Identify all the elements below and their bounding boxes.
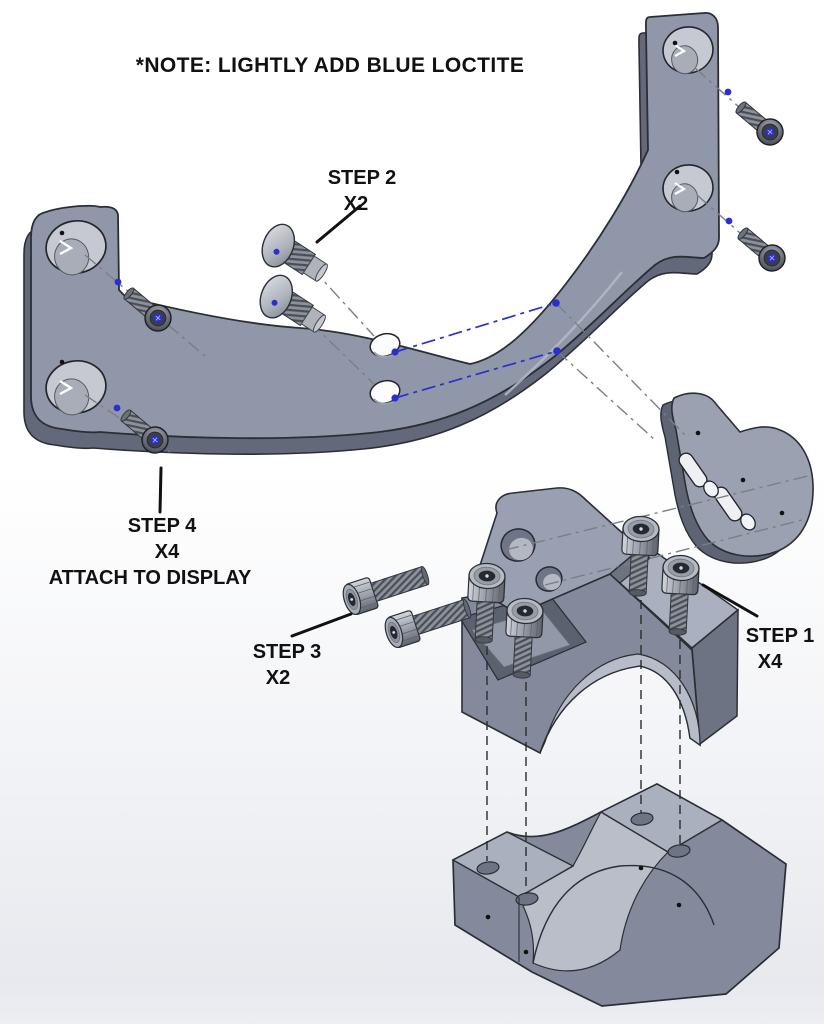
lower-clamp-hole — [476, 861, 500, 875]
step2-leader — [315, 204, 362, 244]
blue-path-line — [394, 350, 558, 399]
flange-hole-highlight — [543, 573, 561, 591]
loctite-note: *NOTE: LIGHTLY ADD BLUE LOCTITE — [136, 54, 524, 77]
lower-clamp-hole — [667, 844, 691, 858]
hole-shading — [373, 398, 394, 405]
lower-clamp-top-right-wing — [599, 783, 724, 853]
assembly-axis-line — [555, 302, 687, 437]
assembly-axis-line — [544, 518, 807, 586]
hole-shading — [373, 351, 394, 358]
lower-clamp-arch-edge — [532, 864, 715, 964]
lower-clamp-half — [451, 783, 787, 1007]
step3-label: STEP 3 — [253, 641, 322, 663]
sketch-point-dots — [59, 40, 785, 955]
step1-label: STEP 1 — [746, 625, 815, 647]
step2-qty: X2 — [344, 193, 368, 215]
step3-leader — [290, 612, 353, 638]
step2-label: STEP 2 — [328, 167, 397, 189]
step4-qty: X4 — [155, 541, 180, 563]
screw-axis-line — [311, 267, 375, 337]
step3-qty: X2 — [266, 667, 290, 689]
assembly-axis-line — [556, 350, 656, 441]
assembly-axis-line — [504, 475, 809, 551]
lower-clamp-saddle-surface — [518, 811, 669, 972]
step4-leader — [158, 466, 163, 514]
clamp-bore-surface — [539, 653, 701, 754]
leader-lines — [158, 204, 759, 638]
step1-leader — [701, 583, 759, 618]
flat-head-screw-step4 — [731, 221, 792, 278]
vertical-explode-lines — [486, 600, 681, 894]
screw-axis-line — [309, 321, 375, 385]
adapter-plate — [660, 392, 814, 564]
screw-axis-line — [696, 194, 749, 241]
flat-head-screw-step2 — [248, 213, 338, 297]
display-bracket — [23, 12, 720, 455]
socket-head-screw-step3 — [339, 559, 433, 618]
bracket-bend-highlight — [504, 271, 623, 396]
step4-note: ATTACH TO DISPLAY — [49, 567, 252, 589]
blue-path-line — [394, 302, 557, 353]
step1-qty: X4 — [758, 651, 783, 673]
blue-endpoint-dots — [113, 88, 733, 412]
socket-head-screw-step3 — [381, 592, 475, 651]
lower-clamp-hole — [630, 812, 654, 826]
lower-clamp-top-left-wing — [451, 831, 575, 898]
adapter-plate-face — [671, 392, 814, 557]
clamp-flange-plate — [472, 487, 642, 615]
adapter-plate-hole — [740, 513, 756, 531]
flat-head-screw-step4 — [729, 95, 790, 152]
flange-hole-highlight — [509, 537, 533, 561]
adapter-plate-hole — [703, 480, 719, 498]
blue-explode-lines — [394, 302, 558, 399]
step4-label: STEP 4 — [128, 515, 197, 537]
